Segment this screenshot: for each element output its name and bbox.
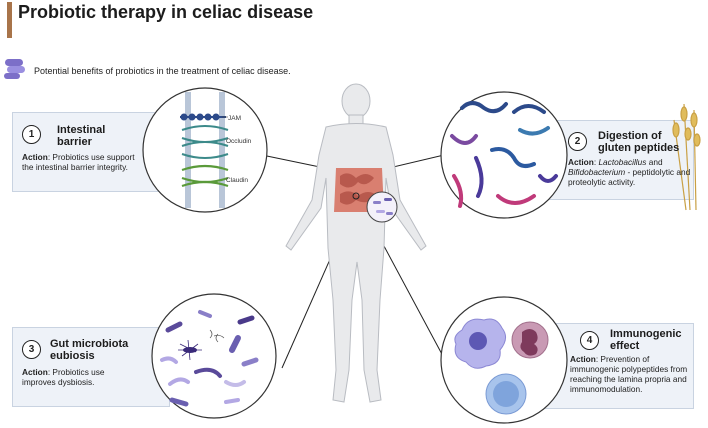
panel-3-action-label: Action xyxy=(22,367,48,377)
panel-3-action-text: : Probiotics use improves dysbiosis. xyxy=(22,367,105,387)
claudin-label: Claudin xyxy=(226,177,248,184)
barrier-junction-circle xyxy=(142,87,268,213)
gut-bacteria-inset xyxy=(366,191,398,223)
panel-gut-microbiota xyxy=(12,327,170,407)
jam-label: JAM xyxy=(228,115,241,122)
panel-3-heading: Gut microbiota eubiosis xyxy=(50,338,160,362)
panel-4-action: Action: Prevention of immunogenic polype… xyxy=(570,354,692,394)
panel-1-heading-line1: Intestinal xyxy=(57,124,106,136)
human-body-figure xyxy=(285,83,427,403)
panel-3-action: Action: Probiotics use improves dysbiosi… xyxy=(22,367,126,387)
panel-1-heading-line2: barrier xyxy=(57,136,92,148)
panel-4-action-text: : Prevention of immunogenic polypeptides… xyxy=(570,354,688,394)
panel-4-heading-line2: effect xyxy=(610,340,640,352)
immune-cells-circle xyxy=(440,296,568,424)
panel-number-4: 4 xyxy=(580,331,599,350)
panel-3-heading-line1: Gut microbiota xyxy=(50,338,129,350)
panel-number-1: 1 xyxy=(22,125,41,144)
panel-2-action: Action: Lactobacillus and Bifidobacteriu… xyxy=(568,157,691,187)
panel-1-action-label: Action xyxy=(22,152,48,162)
gluten-peptides-circle xyxy=(440,91,568,219)
microbiota-circle xyxy=(151,293,277,419)
panel-2-heading-line2: gluten peptides xyxy=(598,142,680,154)
panel-2-bifidobacterium: Bifidobacterium xyxy=(568,167,626,177)
panel-2-heading-line1: Digestion of xyxy=(598,130,662,142)
page-title: Probiotic therapy in celiac disease xyxy=(18,2,314,22)
panel-4-heading-line1: Immunogenic xyxy=(610,328,682,340)
panel-2-lactobacillus: Lactobacillus xyxy=(598,157,647,167)
title-accent-bar xyxy=(7,2,12,38)
panel-2-action-text: - peptidolytic and proteolytic activity. xyxy=(568,167,691,187)
wheat-icon xyxy=(672,103,701,211)
panel-1-action-text: : Probiotics use support the intestinal … xyxy=(22,152,135,172)
figure-subtitle: Potential benefits of probiotics in the … xyxy=(34,66,291,76)
panel-2-heading: Digestion of gluten peptides xyxy=(598,130,694,154)
panel-4-heading: Immunogenic effect xyxy=(610,328,692,352)
panel-number-3: 3 xyxy=(22,340,41,359)
panel-1-heading: Intestinal barrier xyxy=(57,124,157,148)
panel-2-action-mid: and xyxy=(646,157,663,167)
panel-1-action: Action: Probiotics use support the intes… xyxy=(22,152,140,172)
panel-3-heading-line2: eubiosis xyxy=(50,350,95,362)
probiotic-pills-icon xyxy=(4,59,25,79)
panel-number-2: 2 xyxy=(568,132,587,151)
panel-2-action-label: Action xyxy=(568,157,594,167)
occludin-label: Occludin xyxy=(226,138,252,145)
panel-4-action-label: Action xyxy=(570,354,596,364)
